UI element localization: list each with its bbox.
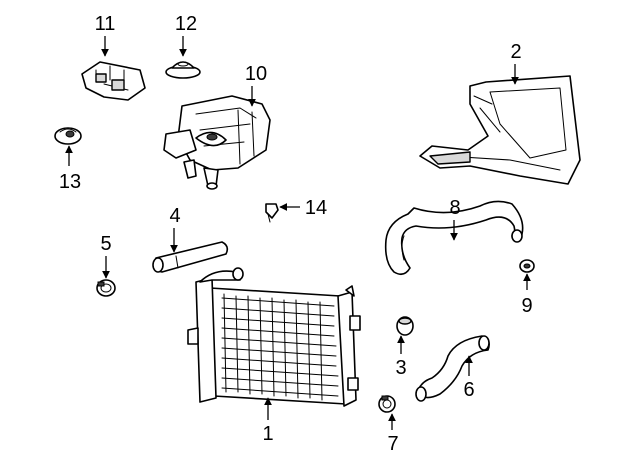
callout-6: 6	[463, 379, 474, 401]
callout-9: 9	[521, 295, 532, 317]
callout-labels: 11 12 10 13 2 4 14 5 8 9 3 6 1 7	[59, 13, 533, 455]
callout-1: 1	[262, 423, 273, 445]
part-4-hose	[152, 241, 229, 273]
part-1-radiator	[187, 267, 361, 407]
callout-5: 5	[100, 233, 111, 255]
part-8-hose	[384, 200, 524, 276]
callout-2: 2	[510, 41, 521, 63]
callout-10: 10	[245, 63, 267, 85]
part-7-clamp	[378, 395, 396, 413]
part-13-cap	[54, 127, 82, 145]
callout-3: 3	[395, 357, 406, 379]
callout-12: 12	[175, 13, 197, 35]
part-6-hose	[415, 335, 490, 402]
part-3-bushing	[396, 316, 414, 336]
part-11-bracket	[81, 61, 146, 101]
part-9-clamp	[519, 259, 535, 273]
callout-4: 4	[169, 205, 180, 227]
callout-13: 13	[59, 171, 81, 193]
callout-11: 11	[95, 13, 116, 35]
callout-14: 14	[305, 197, 327, 219]
part-12-cap	[165, 61, 201, 79]
part-10-expansion-tank	[163, 95, 271, 190]
callout-7: 7	[387, 433, 398, 455]
callout-arrows	[65, 36, 531, 430]
part-5-clamp	[96, 279, 116, 297]
callout-8: 8	[449, 197, 460, 219]
part-2-support-bracket	[419, 75, 581, 185]
part-14-fitting	[265, 203, 279, 223]
